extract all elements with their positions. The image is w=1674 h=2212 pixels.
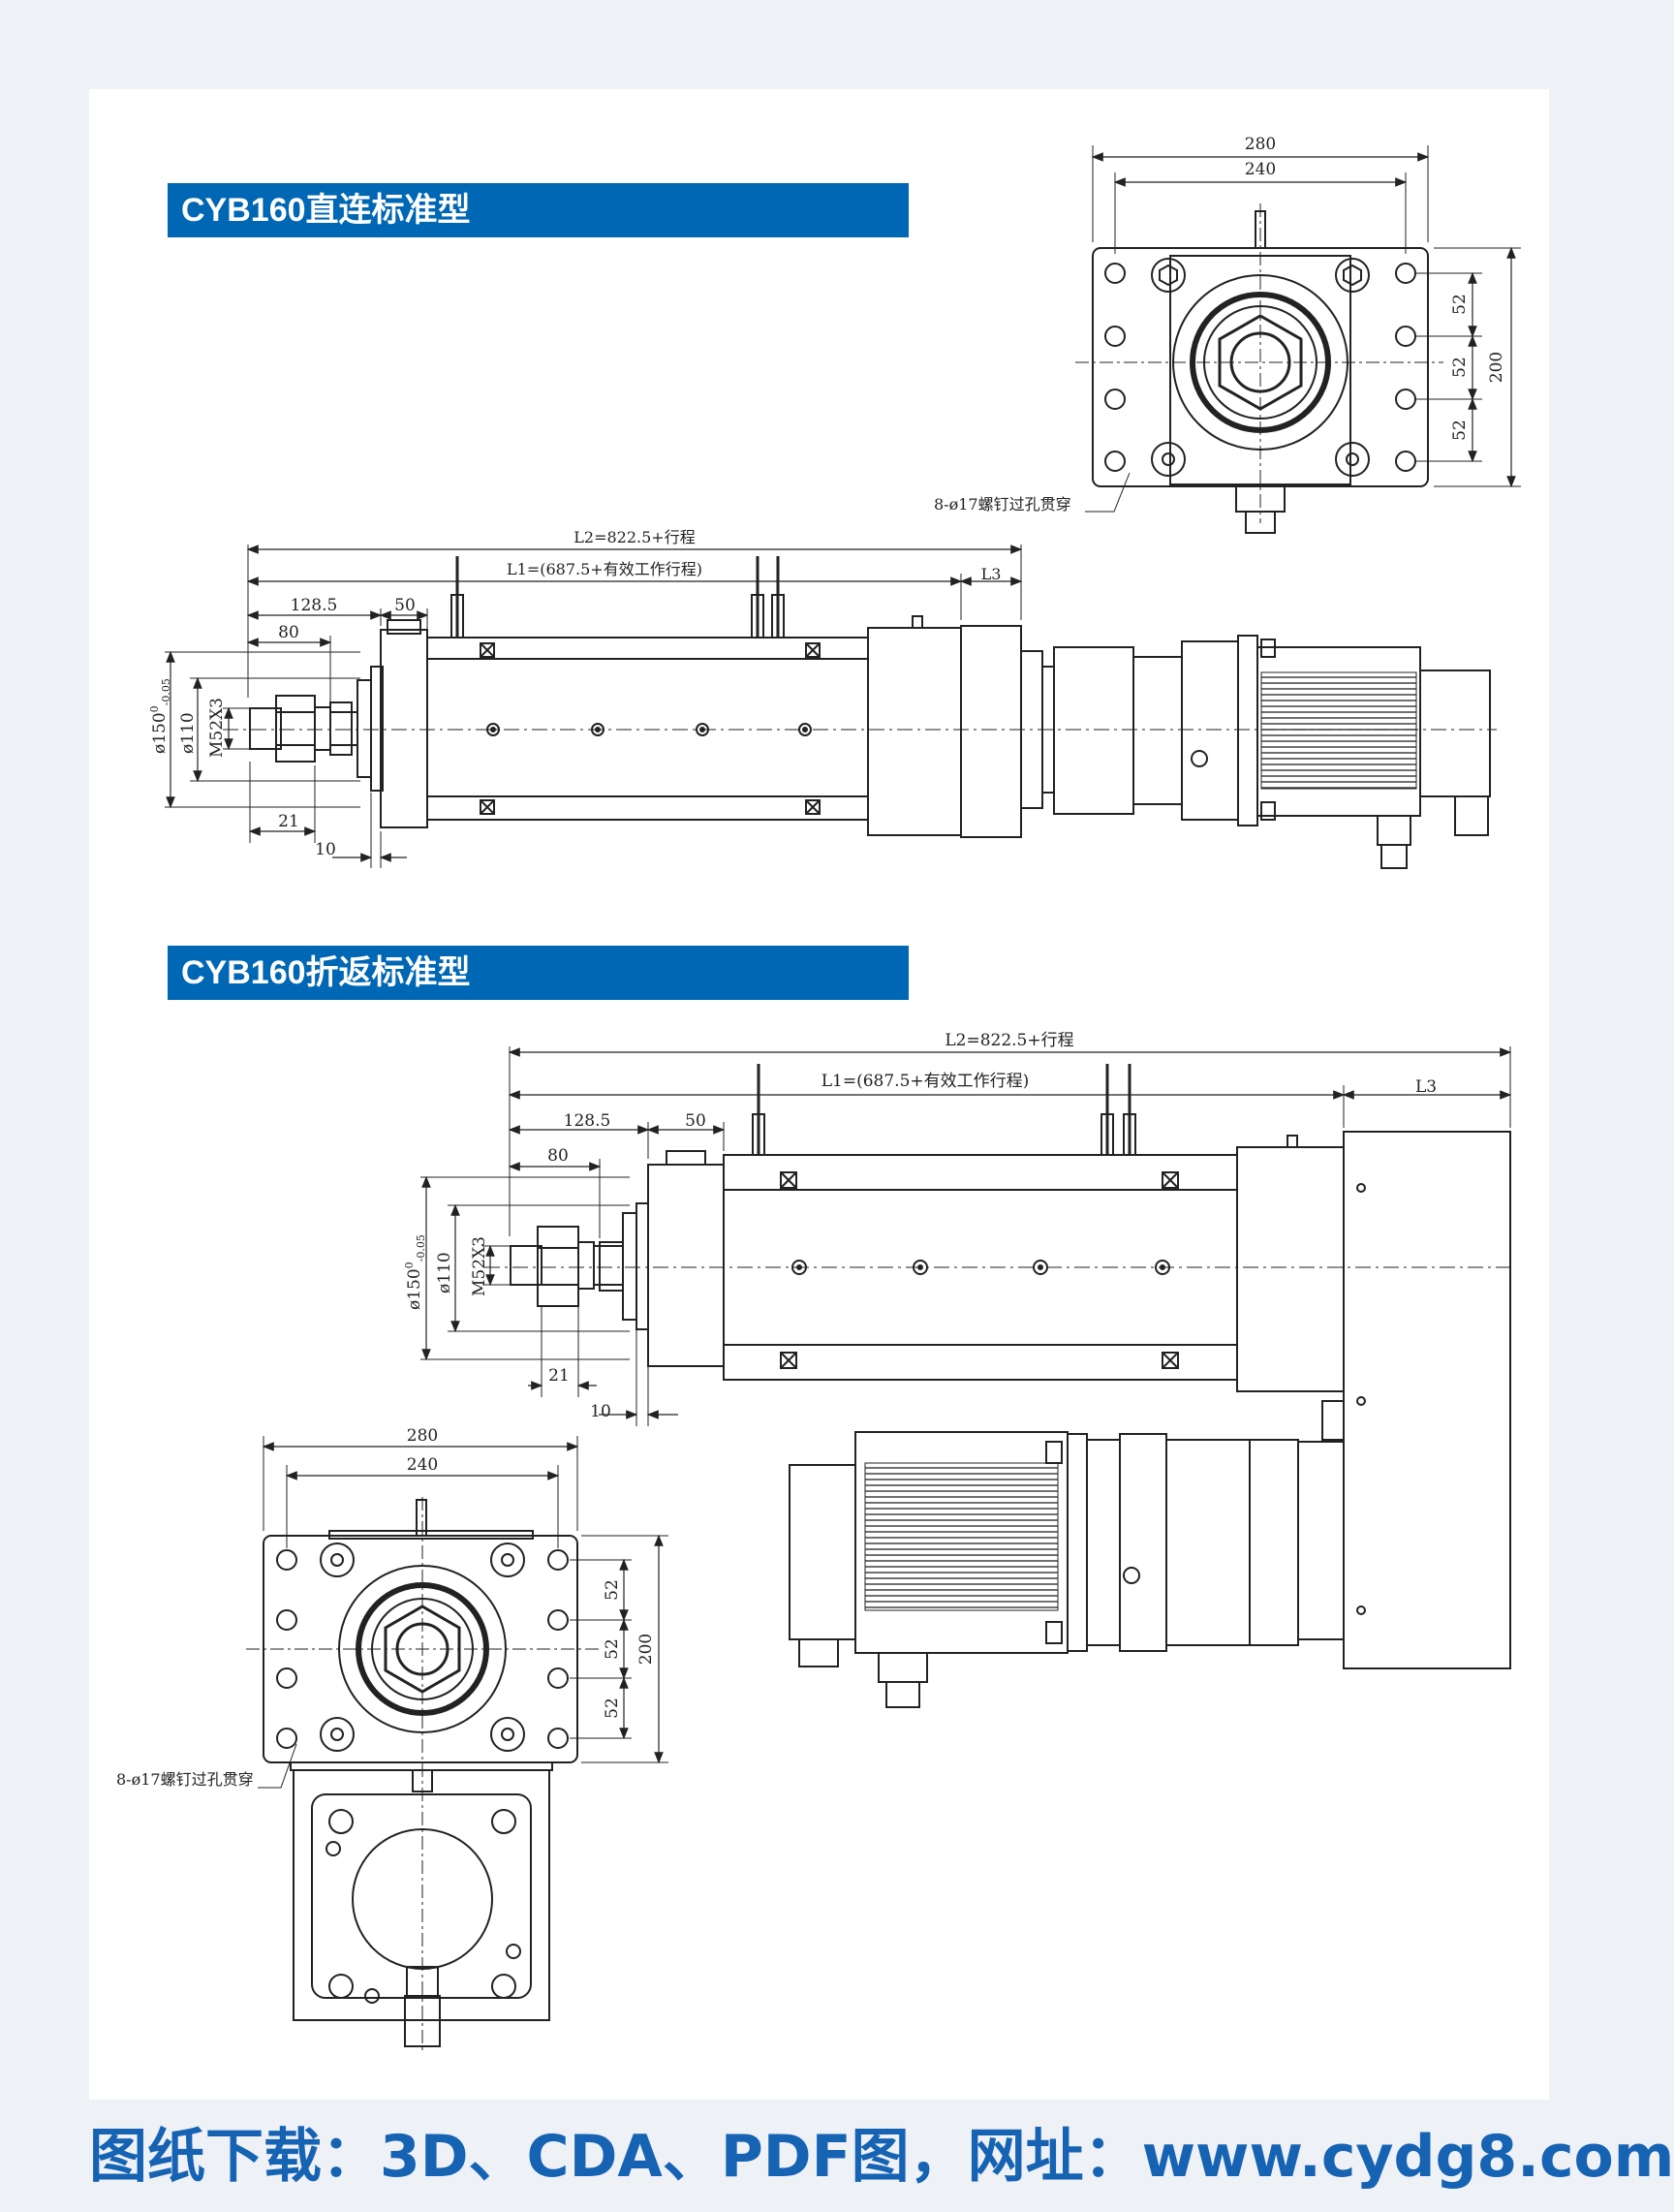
dim-L3-direct: L3 bbox=[981, 565, 1002, 583]
dim-phi110-folded: ø110 bbox=[435, 1252, 454, 1293]
bolt-note-bottom: 8-ø17螺钉过孔贯穿 bbox=[116, 1770, 254, 1789]
dim-80-direct: 80 bbox=[278, 623, 299, 642]
dim-21-folded: 21 bbox=[548, 1366, 570, 1386]
thread-folded: M52X3 bbox=[470, 1236, 489, 1296]
dim-21-direct: 21 bbox=[278, 812, 299, 831]
direct-side-view bbox=[165, 545, 1497, 869]
dim-10-direct: 10 bbox=[315, 840, 336, 859]
dim-L3-folded: L3 bbox=[1415, 1077, 1437, 1097]
dim-52-top-3: 52 bbox=[1450, 420, 1470, 441]
dim-phi150-direct: ø1500-0.05 bbox=[148, 678, 172, 754]
dim-L2-direct: L2=822.5+行程 bbox=[574, 528, 695, 546]
dim-52-top-1: 52 bbox=[1450, 294, 1470, 315]
dim-L1-direct: L1=(687.5+有效工作行程) bbox=[507, 560, 702, 578]
dim-200-top: 200 bbox=[1487, 352, 1506, 383]
dim-L1-folded: L1=(687.5+有效工作行程) bbox=[822, 1072, 1030, 1091]
dim-80-folded: 80 bbox=[547, 1146, 569, 1166]
dim-128-direct: 128.5 bbox=[291, 596, 338, 615]
dim-phi110-direct: ø110 bbox=[178, 712, 198, 754]
flange-view-bottom bbox=[246, 1436, 668, 2054]
dim-128-folded: 128.5 bbox=[564, 1111, 611, 1131]
dim-52-bottom-2: 52 bbox=[603, 1638, 622, 1660]
folded-side-view bbox=[420, 1046, 1516, 1708]
dim-52-bottom-1: 52 bbox=[603, 1579, 622, 1601]
dim-phi150-folded: ø1500-0.05 bbox=[403, 1234, 427, 1310]
thread-direct: M52X3 bbox=[207, 698, 227, 758]
dim-200-bottom: 200 bbox=[636, 1634, 656, 1665]
dim-L2-folded: L2=822.5+行程 bbox=[945, 1031, 1073, 1050]
dim-240-top: 240 bbox=[1245, 160, 1276, 179]
bolt-note-top: 8-ø17螺钉过孔贯穿 bbox=[934, 495, 1071, 514]
section-title-direct: CYB160直连标准型 bbox=[168, 183, 909, 237]
dim-52-bottom-3: 52 bbox=[603, 1698, 622, 1719]
dim-10-folded: 10 bbox=[590, 1402, 611, 1421]
flange-view-top bbox=[1075, 145, 1521, 534]
dim-52-top-2: 52 bbox=[1450, 357, 1470, 378]
dim-280-bottom: 280 bbox=[407, 1426, 438, 1446]
dim-50-folded: 50 bbox=[685, 1111, 706, 1131]
technical-drawing: 280 240 200 52 52 52 8-ø17螺钉过孔贯穿 L2=822.… bbox=[116, 135, 1521, 2054]
download-footer: 图纸下载：3D、CDA、PDF图，网址：www.cydg8.com bbox=[89, 2123, 1674, 2191]
dim-50-direct: 50 bbox=[394, 596, 416, 615]
dim-240-bottom: 240 bbox=[407, 1455, 438, 1475]
section-title-folded: CYB160折返标准型 bbox=[168, 946, 909, 1000]
dim-280-top: 280 bbox=[1245, 135, 1276, 154]
